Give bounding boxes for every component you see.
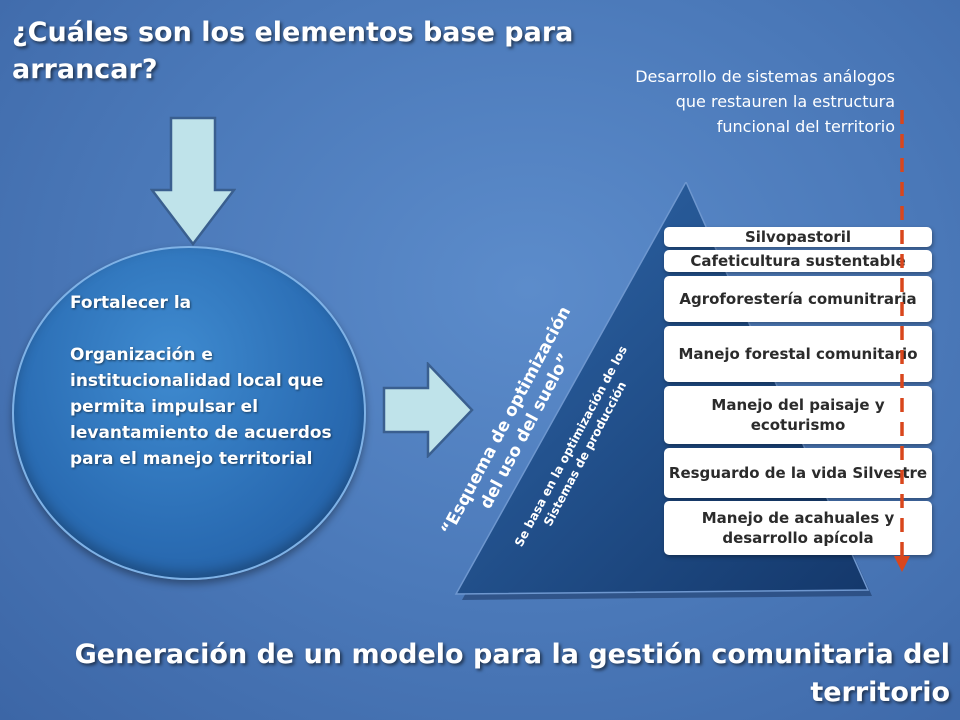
box-acahuales: Manejo de acahuales y desarrollo apícola	[664, 501, 932, 555]
box-manejo-forestal: Manejo forestal comunitario	[664, 326, 932, 382]
dashed-down-arrow-icon	[894, 110, 910, 572]
box-manejo-paisaje: Manejo del paisaje y ecoturismo	[664, 386, 932, 444]
box-agroforesteria: Agroforestería comunitraria	[664, 276, 932, 322]
box-silvopastoril: Silvopastoril	[664, 227, 932, 247]
circle-body: Organización e institucionalidad local q…	[70, 345, 332, 469]
box-resguardo: Resguardo de la vida Silvestre	[664, 448, 932, 498]
page-title: ¿Cuáles son los elementos base para arra…	[12, 17, 574, 85]
organization-circle	[12, 246, 366, 580]
top-note: Desarrollo de sistemas análogos que rest…	[635, 67, 895, 136]
circle-text: Fortalecer la Organización e institucion…	[70, 290, 360, 472]
circle-heading: Fortalecer la	[70, 293, 192, 313]
bottom-title: Generación de un modelo para la gestión …	[74, 639, 950, 708]
down-arrow-icon	[150, 116, 236, 246]
box-cafeticultura: Cafeticultura sustentable	[664, 250, 932, 272]
right-arrow-icon	[382, 362, 474, 458]
